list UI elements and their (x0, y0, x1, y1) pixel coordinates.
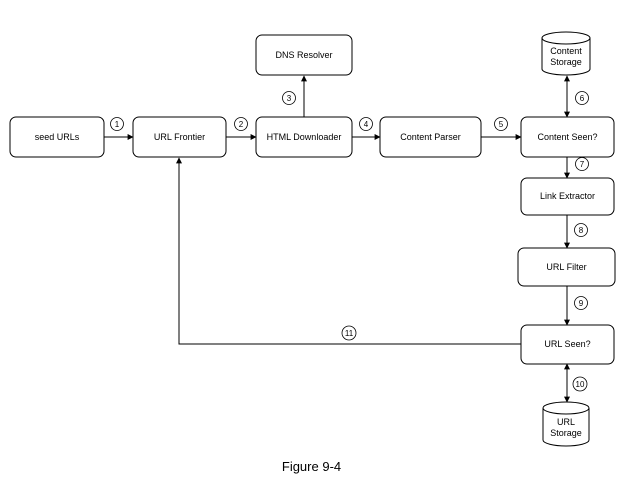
node-html-downloader: HTML Downloader (255, 116, 353, 158)
svg-text:Link Extractor: Link Extractor (540, 191, 595, 201)
step-badge-8: 8 (574, 223, 588, 237)
svg-text:1: 1 (115, 120, 120, 129)
node-seed-urls: seed URLs (9, 116, 105, 158)
step-badge-5: 5 (494, 117, 508, 131)
svg-text:URL Seen?: URL Seen? (544, 339, 590, 349)
svg-text:3: 3 (287, 94, 292, 103)
step-badge-7: 7 (575, 157, 589, 171)
svg-text:Content: Content (550, 46, 582, 56)
edges (104, 75, 570, 403)
svg-text:2: 2 (239, 120, 244, 129)
svg-text:8: 8 (579, 226, 584, 235)
node-url-filter: URL Filter (517, 247, 616, 287)
step-badge-9: 9 (574, 296, 588, 310)
svg-text:9: 9 (579, 299, 584, 308)
svg-text:6: 6 (580, 94, 585, 103)
step-badge-11: 11 (341, 325, 357, 341)
step-badge-4: 4 (359, 117, 373, 131)
svg-text:URL Frontier: URL Frontier (154, 132, 205, 142)
svg-text:4: 4 (364, 120, 369, 129)
svg-text:HTML Downloader: HTML Downloader (267, 132, 342, 142)
edge-url-seen-to-frontier (176, 157, 521, 345)
node-url-seen: URL Seen? (520, 324, 615, 365)
node-url-frontier: URL Frontier (132, 116, 227, 158)
svg-text:Content Seen?: Content Seen? (537, 132, 597, 142)
svg-text:Storage: Storage (550, 57, 582, 67)
node-url-storage: URL Storage (542, 401, 590, 447)
step-badge-1: 1 (110, 117, 124, 131)
svg-text:URL Filter: URL Filter (546, 262, 586, 272)
svg-text:10: 10 (576, 380, 585, 389)
step-badge-3: 3 (282, 91, 296, 105)
step-badge-2: 2 (234, 117, 248, 131)
node-content-storage: Content Storage (541, 31, 591, 76)
step-badge-10: 10 (572, 376, 588, 392)
node-content-seen: Content Seen? (520, 116, 615, 158)
svg-text:seed URLs: seed URLs (35, 132, 80, 142)
svg-text:DNS Resolver: DNS Resolver (275, 50, 332, 60)
figure-caption: Figure 9-4 (281, 459, 342, 474)
svg-text:11: 11 (345, 329, 354, 338)
svg-text:Storage: Storage (550, 428, 582, 438)
step-badge-6: 6 (575, 91, 589, 105)
node-content-parser: Content Parser (379, 116, 482, 158)
svg-text:5: 5 (499, 120, 504, 129)
svg-text:7: 7 (580, 160, 585, 169)
node-dns-resolver: DNS Resolver (255, 34, 353, 76)
svg-text:Content Parser: Content Parser (400, 132, 461, 142)
svg-text:URL: URL (557, 417, 575, 427)
node-link-extractor: Link Extractor (520, 177, 615, 216)
